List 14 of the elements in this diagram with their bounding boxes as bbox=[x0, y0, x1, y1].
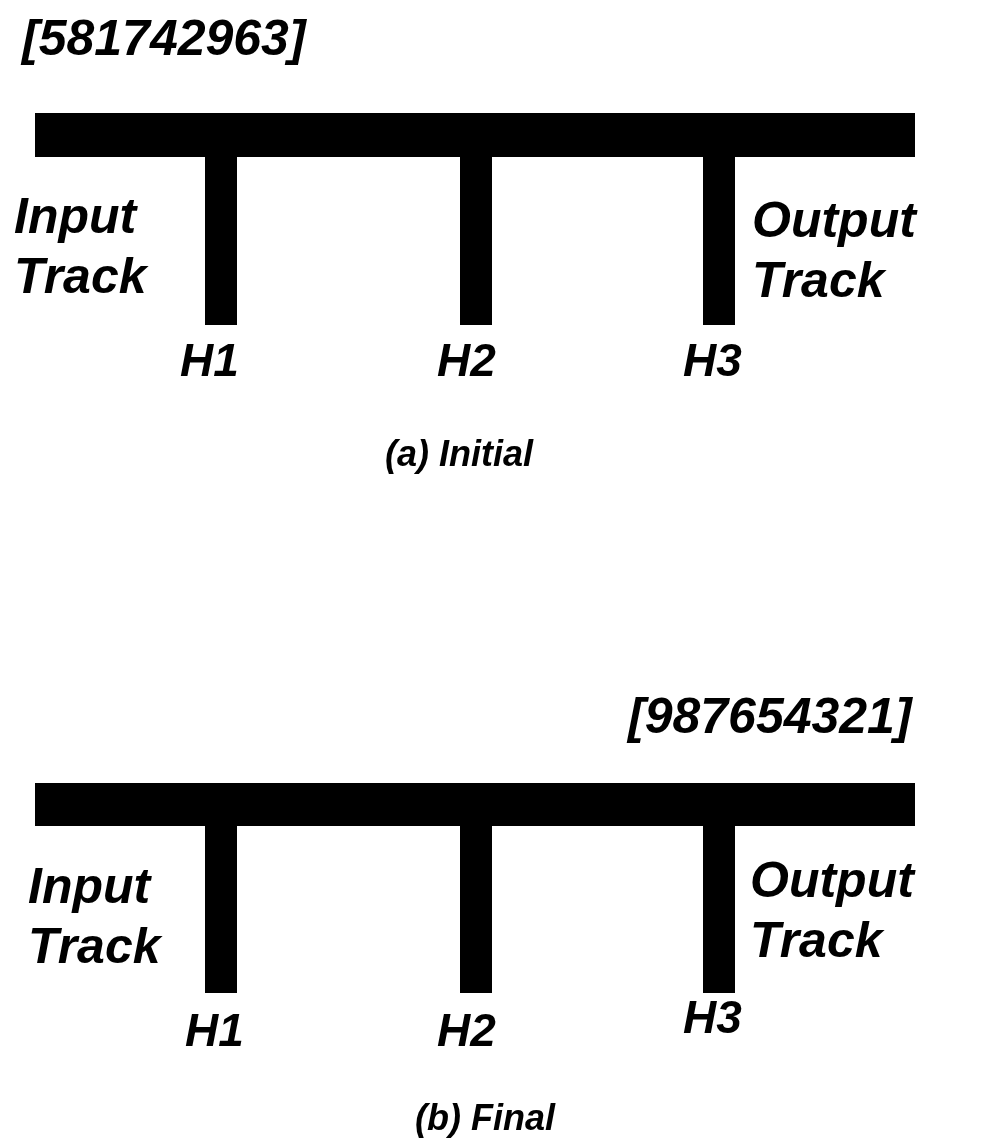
sequence-label: [987654321] bbox=[628, 687, 912, 746]
track-label: Input Track bbox=[14, 187, 150, 306]
holding-track-label: H1 bbox=[185, 1003, 244, 1058]
holding-track-label: H2 bbox=[437, 333, 496, 388]
holding-track-label: H1 bbox=[180, 333, 239, 388]
holding-track-label: H2 bbox=[437, 1003, 496, 1058]
panel-caption: (b) Final bbox=[415, 1096, 555, 1140]
holding-track-label: H3 bbox=[683, 333, 742, 388]
track-label: Output Track bbox=[750, 851, 917, 970]
panel-caption: (a) Initial bbox=[385, 432, 533, 476]
holding-track-label: H3 bbox=[683, 990, 742, 1045]
track-label: Output Track bbox=[752, 191, 919, 310]
sequence-label: [581742963] bbox=[22, 9, 306, 68]
track-label: Input Track bbox=[28, 857, 164, 976]
